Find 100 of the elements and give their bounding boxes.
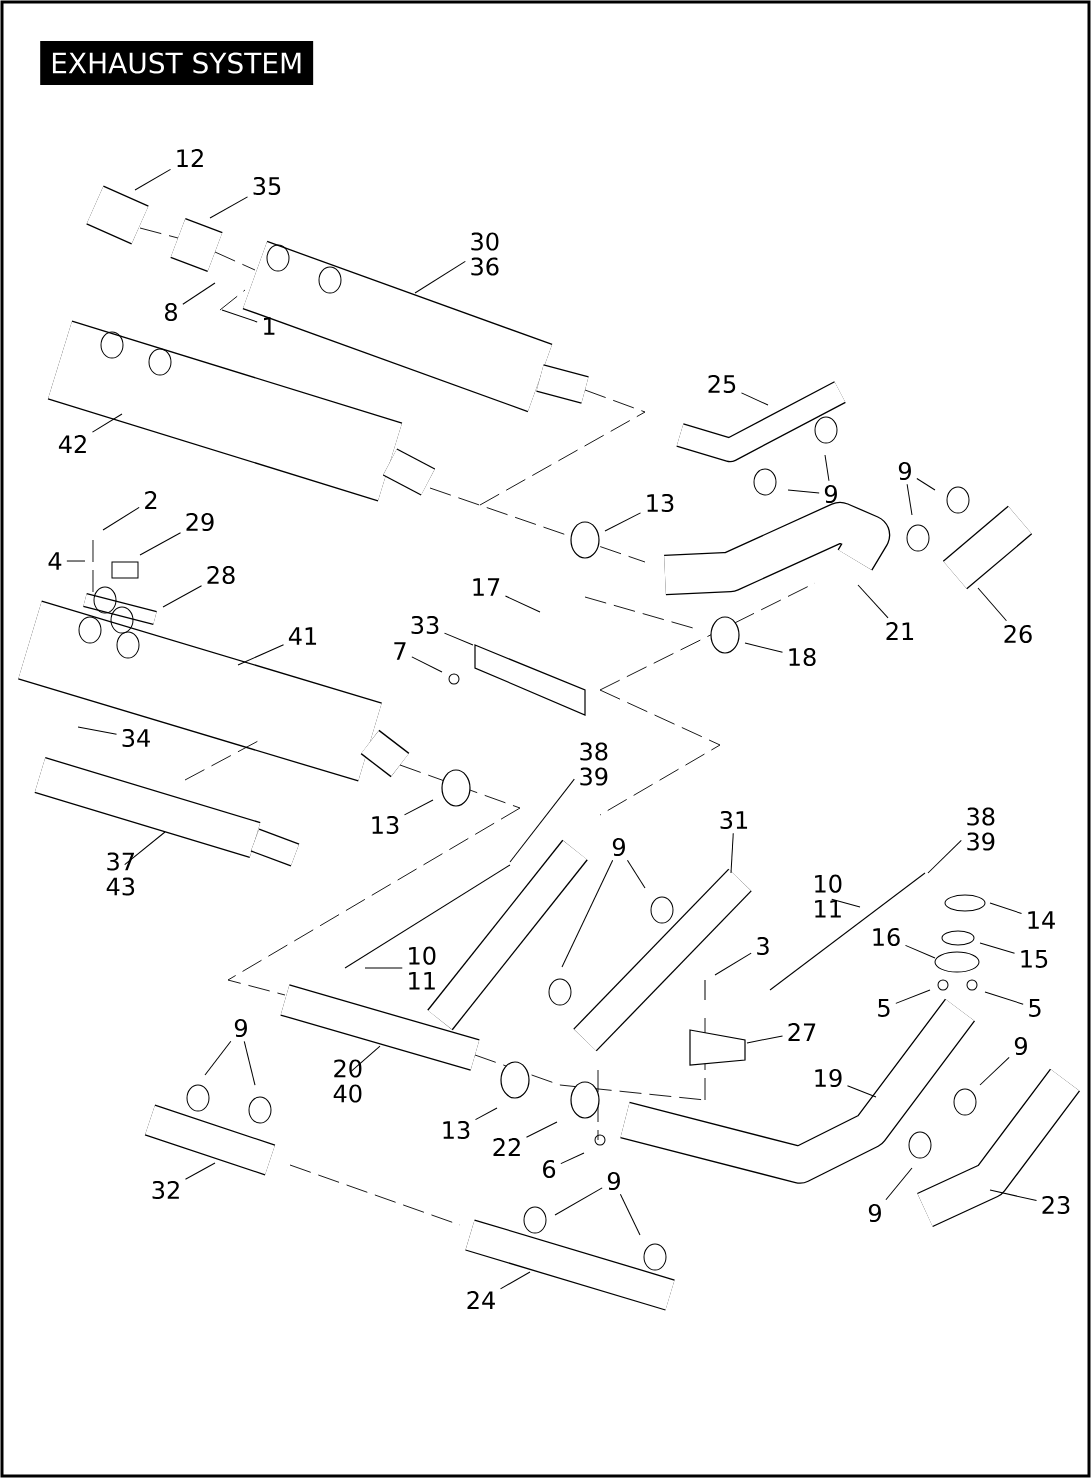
callout-number: 29 [186,512,214,532]
callout-number: 6 [543,1159,556,1179]
callout-number: 5 [878,999,890,1017]
callout-number: 10 11 [409,946,436,990]
leader-line [744,642,784,653]
callout-number: 10 11 [815,874,842,918]
callout-number: 32 [152,1180,179,1200]
leader-line [831,898,861,908]
leader-line [989,902,1023,914]
leader-line [77,726,118,735]
leader-line [443,632,474,646]
leader-line [989,1189,1038,1202]
callout-number: 25 [708,374,736,394]
leader-line [237,644,285,666]
callout-number: 9 [898,461,911,481]
leader-line [740,392,769,406]
callout-number: 16 [873,927,900,947]
leader-line [91,413,123,433]
leader-line [243,1040,256,1086]
leader-line [509,778,575,863]
callout-number: 41 [288,627,317,645]
leader-line [626,859,646,889]
callout-number: 37 43 [106,852,135,896]
leader-line [904,944,936,959]
leader-line [364,967,403,969]
leader-line [221,309,258,323]
leader-line [139,532,182,556]
leader-line [979,942,1016,954]
callout-number: 5 [1029,999,1041,1017]
callout-number: 13 [443,1120,470,1140]
callout-number: 24 [467,1291,495,1309]
leader-line [846,1085,877,1098]
leader-line [66,560,86,562]
leader-line [730,832,734,874]
callout-number: 8 [165,302,177,322]
leader-line [746,1035,784,1044]
leader-line [604,512,642,532]
leader-line [885,1167,913,1201]
callout-number: 13 [647,493,674,513]
callout-number: 14 [1028,911,1055,929]
leader-line [561,859,614,968]
callout-number: 9 [612,837,625,857]
leader-line [927,839,962,874]
leader-line [824,454,830,482]
callout-number: 9 [607,1171,620,1191]
callout-number: 28 [207,565,235,585]
callout-number: 26 [1004,624,1032,644]
leader-line [162,585,203,608]
leader-line [204,1040,232,1076]
callout-number: 18 [789,647,816,667]
callout-number: 35 [253,176,281,196]
callout-number: 42 [58,435,86,453]
leader-line [984,991,1024,1005]
callout-number: 13 [372,815,399,835]
callout-number: 9 [824,484,837,504]
callout-number: 19 [815,1068,842,1088]
leader-line [714,952,752,976]
leader-line [916,478,936,491]
callout-number: 15 [1021,950,1048,968]
leader-line [906,483,913,516]
leader-line [977,587,1007,622]
leader-line [895,989,931,1004]
leader-line [857,584,889,619]
leader-line [787,489,820,494]
callout-number: 1 [264,317,275,335]
callout-number: 23 [1042,1195,1070,1215]
leader-line [351,1045,381,1072]
callout-number: 31 [720,810,748,830]
callout-number: 9 [868,1203,881,1223]
leader-line [619,1193,641,1236]
leader-line [499,1271,531,1290]
leader-line [525,1121,558,1138]
callout-number: 9 [234,1018,247,1038]
leader-line [411,656,443,673]
leader-line [134,168,172,191]
callout-number: 38 39 [580,742,608,786]
callout-number: 2 [145,491,157,509]
callout-number: 4 [48,552,62,570]
leader-line [209,196,249,219]
leader-line [504,595,541,613]
callout-number: 22 [493,1138,520,1156]
leader-line [474,1107,498,1121]
leader-line [182,282,216,305]
leader-line [184,1162,216,1180]
callout-number: 38 39 [967,807,995,851]
callout-number: 9 [1014,1036,1027,1056]
leader-line [979,1056,1010,1086]
callout-number: 33 [411,615,439,635]
title-banner: EXHAUST SYSTEM [40,41,314,85]
callout-number: 17 [473,578,500,596]
leader-line [102,506,140,531]
leader-line [560,1152,585,1165]
callout-number: 12 [177,149,203,167]
callout-number: 30 36 [471,232,499,276]
callout-number: 7 [394,642,406,660]
callout-number: 34 [122,728,150,748]
leader-line [124,831,166,866]
leader-line [403,799,434,816]
callout-number: 21 [886,622,914,640]
leader-line [554,1187,603,1216]
